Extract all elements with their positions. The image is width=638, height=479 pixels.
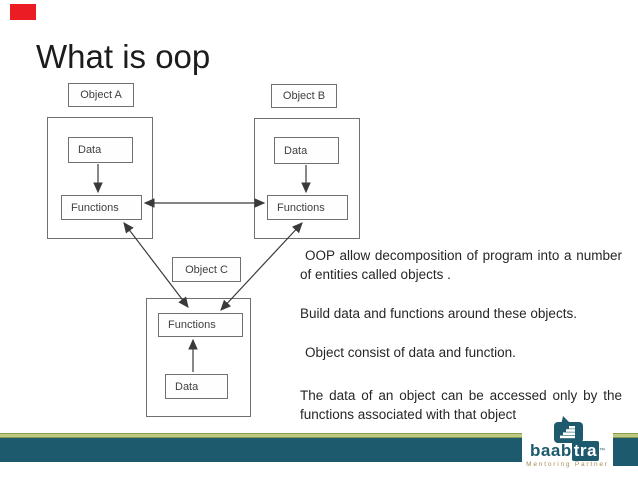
object-b-label-box: Object B — [271, 84, 337, 108]
object-a-label-box: Object A — [68, 83, 134, 107]
object-c-functions-box: Functions — [158, 313, 243, 337]
object-a-data-box: Data — [68, 137, 133, 163]
paragraph-data-access: The data of an object can be accessed on… — [300, 388, 622, 422]
staircase-speech-bubble-icon — [553, 416, 583, 443]
object-b-container-box — [254, 118, 360, 239]
object-c-label-box: Object C — [172, 257, 241, 282]
brand-suffix: tra — [571, 441, 599, 461]
page-title: What is oop — [36, 38, 211, 75]
trademark-symbol: ™ — [598, 448, 605, 454]
paragraph-oop-decomposition: OOP allow decomposition of program into … — [300, 248, 622, 282]
brand-tagline: Mentoring Partner — [526, 461, 609, 468]
object-b-functions-box: Functions — [267, 195, 348, 220]
red-accent-mark — [10, 4, 36, 20]
object-a-functions-box: Functions — [61, 195, 142, 220]
paragraph-build-data: Build data and functions around these ob… — [300, 306, 577, 321]
footer-olive-bar — [0, 433, 638, 438]
paragraph-object-consist: Object consist of data and function. — [305, 345, 516, 360]
object-a-container-box — [47, 117, 153, 239]
body-text-block: OOP allow decomposition of program into … — [300, 246, 622, 444]
footer-teal-end-block — [613, 438, 638, 466]
object-c-data-box: Data — [165, 374, 228, 399]
brand-prefix: baab — [530, 441, 572, 460]
object-b-data-box: Data — [274, 137, 339, 164]
object-c-container-box — [146, 298, 251, 417]
